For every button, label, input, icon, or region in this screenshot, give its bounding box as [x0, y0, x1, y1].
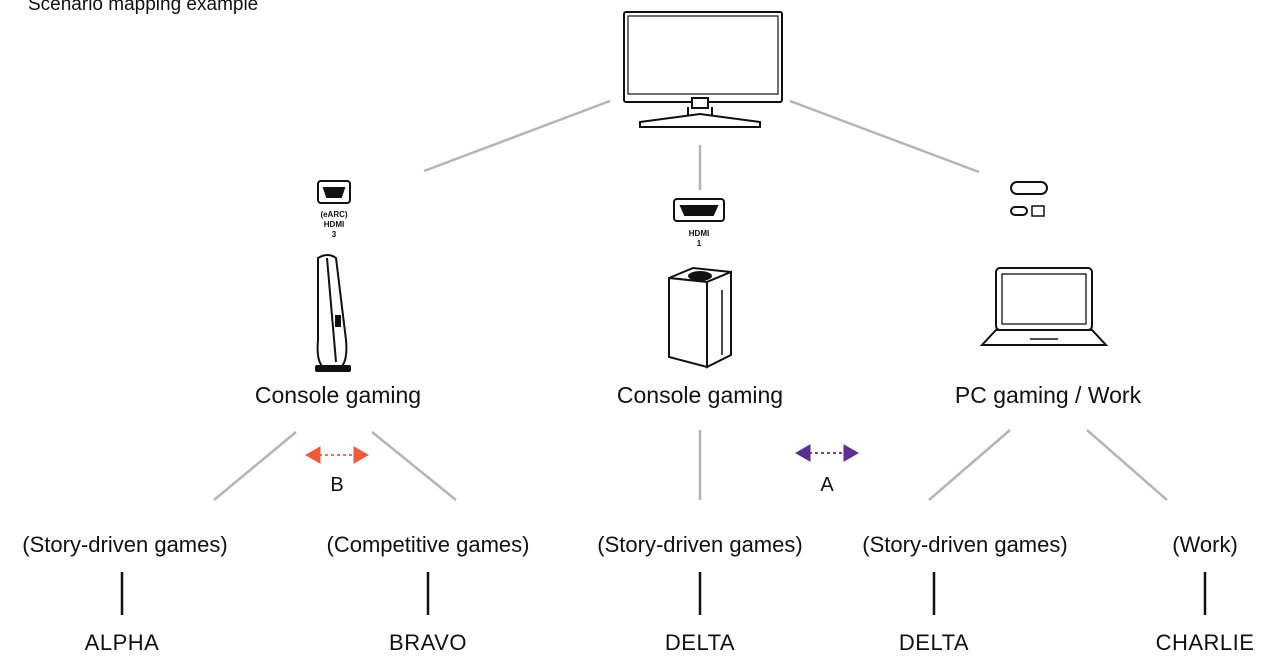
diagram-title: Scenario mapping example — [28, 0, 259, 15]
device-caption-playstation: Console gaming — [254, 382, 422, 408]
hdmi3-port-icon — [317, 180, 351, 204]
playstation-console-icon — [315, 254, 351, 372]
hdmi3-logo-label: HDMI — [323, 220, 345, 229]
hdmi1-port-icon — [673, 198, 725, 222]
scenario-label: (Story-driven games) — [597, 532, 803, 557]
monitor-icon — [623, 11, 783, 128]
hdmi1-number-label: 1 — [696, 239, 702, 248]
hdmi3-number-label: 3 — [331, 230, 337, 239]
laptop-icon — [979, 267, 1109, 346]
scenario-label: (Competitive games) — [326, 532, 530, 557]
device-caption-xbox: Console gaming — [616, 382, 784, 408]
xbox-console-icon — [668, 266, 732, 369]
scenario-label: (Story-driven games) — [22, 532, 228, 557]
mode-name: ALPHA — [84, 630, 160, 655]
mode-name: DELTA — [664, 630, 736, 655]
arrow-b-label: B — [330, 474, 344, 496]
hdmi3-earc-label: (eARC) — [320, 210, 348, 219]
mode-name: CHARLIE — [1155, 630, 1255, 655]
arrow-a-label: A — [820, 474, 834, 496]
arrow-b-icon — [304, 446, 370, 464]
device-caption-laptop: PC gaming / Work — [954, 382, 1142, 408]
usb-c-port-icon — [1010, 181, 1048, 217]
scenario-connectors — [213, 429, 1168, 501]
scenario-label: (Work) — [1172, 532, 1238, 557]
scenario-label: (Story-driven games) — [862, 532, 1068, 557]
monitor-connectors — [423, 99, 980, 190]
mode-name: DELTA — [898, 630, 970, 655]
hdmi1-logo-label: HDMI — [688, 229, 710, 238]
mode-name: BRAVO — [389, 630, 467, 655]
arrow-a-icon — [794, 444, 860, 462]
mode-connectors — [120, 572, 1207, 615]
